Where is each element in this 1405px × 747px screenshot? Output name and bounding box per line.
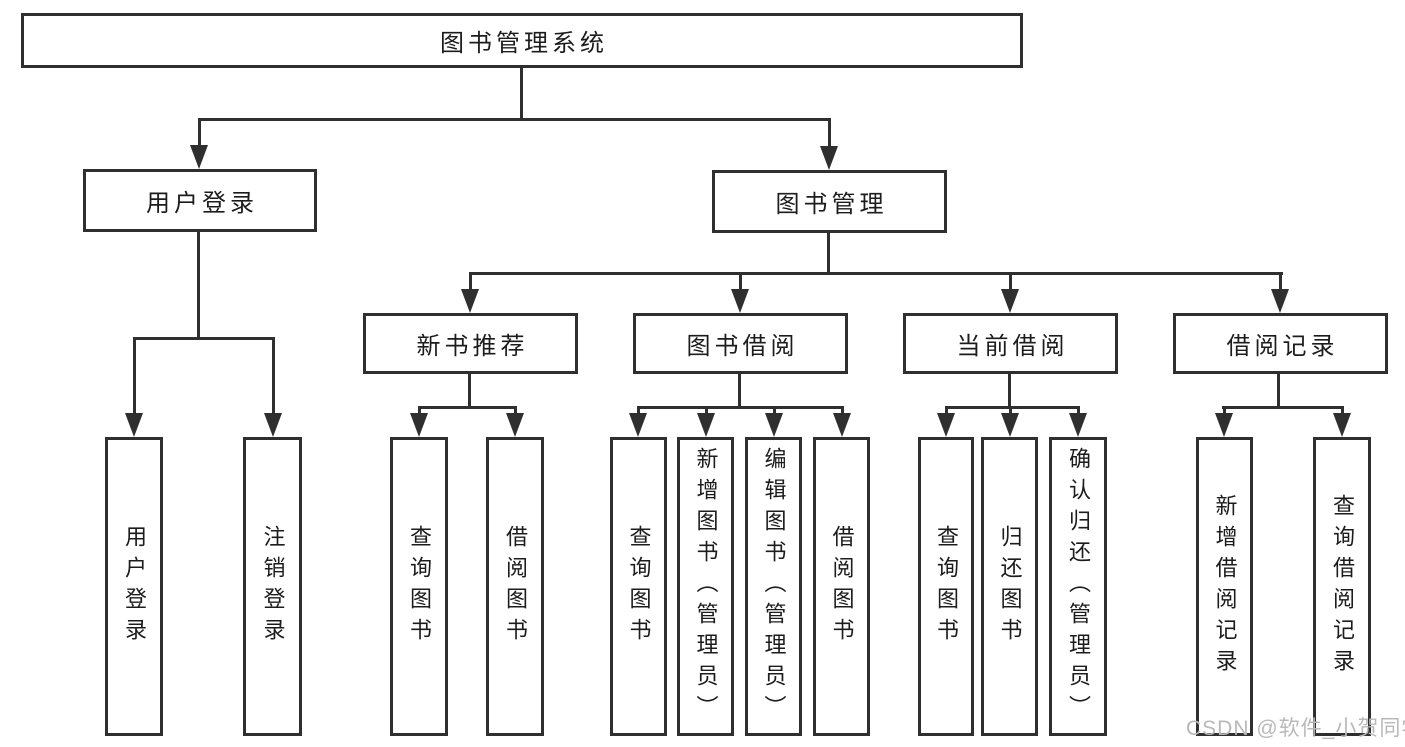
- leaf-query-books-2: 查询图书: [610, 437, 667, 736]
- leaf-add-book-admin: 新增图书（管理员）: [677, 437, 734, 736]
- connector-line: [1341, 406, 1344, 417]
- node-book-borrow: 图书借阅: [633, 313, 848, 374]
- node-root-library-system: 图书管理系统: [21, 13, 1023, 68]
- connector-line: [827, 233, 830, 274]
- arrow-down-icon: [765, 413, 783, 437]
- connector-line: [418, 406, 517, 409]
- connector-line: [705, 406, 708, 417]
- arrow-down-icon: [125, 413, 143, 437]
- connector-line: [945, 406, 948, 417]
- connector-line: [272, 337, 275, 417]
- connector-line: [945, 406, 1079, 409]
- arrow-down-icon: [506, 413, 524, 437]
- node-borrow-record: 借阅记录: [1173, 313, 1388, 374]
- connector-line: [739, 272, 742, 293]
- arrow-down-icon: [1001, 413, 1019, 437]
- connector-line: [1222, 406, 1343, 409]
- connector-line: [1223, 406, 1226, 417]
- connector-line: [1009, 406, 1012, 417]
- leaf-return-book: 归还图书: [981, 437, 1038, 736]
- node-user-login: 用户登录: [83, 169, 317, 232]
- arrow-down-icon: [1333, 413, 1351, 437]
- connector-line: [1277, 374, 1280, 408]
- leaf-query-books-3: 查询图书: [918, 437, 974, 736]
- arrow-down-icon: [410, 413, 428, 437]
- arrow-down-icon: [731, 289, 749, 313]
- connector-line: [198, 118, 201, 149]
- connector-line: [1008, 374, 1011, 408]
- node-book-management: 图书管理: [712, 170, 947, 233]
- connector-line: [828, 118, 831, 150]
- arrow-down-icon: [833, 413, 851, 437]
- connector-line: [198, 118, 831, 121]
- arrow-down-icon: [190, 145, 208, 169]
- node-new-book-recommend: 新书推荐: [363, 313, 578, 374]
- leaf-add-borrow-record: 新增借阅记录: [1196, 437, 1253, 736]
- connector-line: [133, 337, 274, 340]
- leaf-user-login: 用户登录: [105, 437, 163, 736]
- connector-line: [418, 406, 421, 417]
- leaf-logout: 注销登录: [243, 437, 302, 736]
- connector-line: [469, 272, 1283, 275]
- node-current-borrow: 当前借阅: [903, 313, 1118, 374]
- arrow-down-icon: [1215, 413, 1233, 437]
- connector-line: [197, 232, 200, 337]
- arrow-down-icon: [264, 413, 282, 437]
- arrow-down-icon: [937, 413, 955, 437]
- connector-line: [1279, 272, 1282, 293]
- arrow-down-icon: [1271, 289, 1289, 313]
- connector-line: [773, 406, 776, 417]
- connector-line: [520, 68, 523, 118]
- connector-line: [738, 374, 741, 408]
- leaf-borrow-books-2: 借阅图书: [813, 437, 870, 736]
- arrow-down-icon: [1069, 413, 1087, 437]
- connector-line: [637, 406, 844, 409]
- arrow-down-icon: [697, 413, 715, 437]
- arrow-down-icon: [1001, 289, 1019, 313]
- leaf-confirm-return-admin: 确认归还（管理员）: [1049, 437, 1107, 736]
- connector-line: [468, 374, 471, 408]
- leaf-query-books-1: 查询图书: [390, 437, 448, 736]
- connector-line: [1077, 406, 1080, 417]
- connector-line: [841, 406, 844, 417]
- leaf-edit-book-admin: 编辑图书（管理员）: [745, 437, 802, 736]
- leaf-borrow-books-1: 借阅图书: [486, 437, 544, 736]
- connector-line: [637, 406, 640, 417]
- arrow-down-icon: [629, 413, 647, 437]
- csdn-watermark: CSDN @软件_小贺同学: [1186, 717, 1405, 740]
- connector-line: [1009, 272, 1012, 293]
- arrow-down-icon: [461, 289, 479, 313]
- connector-line: [469, 272, 472, 293]
- arrow-down-icon: [820, 146, 838, 170]
- connector-line: [514, 406, 517, 417]
- leaf-query-borrow-record: 查询借阅记录: [1313, 437, 1371, 736]
- connector-line: [133, 337, 136, 417]
